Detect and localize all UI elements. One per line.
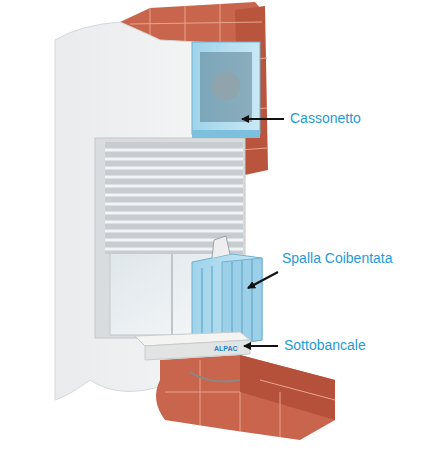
part-label: Spalla Coibentata — [282, 250, 393, 266]
part-label: Sottobancale — [284, 337, 366, 353]
window-sill — [135, 332, 250, 360]
brand-mark: ALPAC — [214, 345, 238, 352]
part-label: Cassonetto — [290, 110, 361, 126]
brick-layer-bottom — [156, 355, 335, 440]
insulated-jamb — [192, 236, 262, 346]
shutter-box — [192, 42, 260, 138]
leader-arrows — [242, 119, 284, 346]
